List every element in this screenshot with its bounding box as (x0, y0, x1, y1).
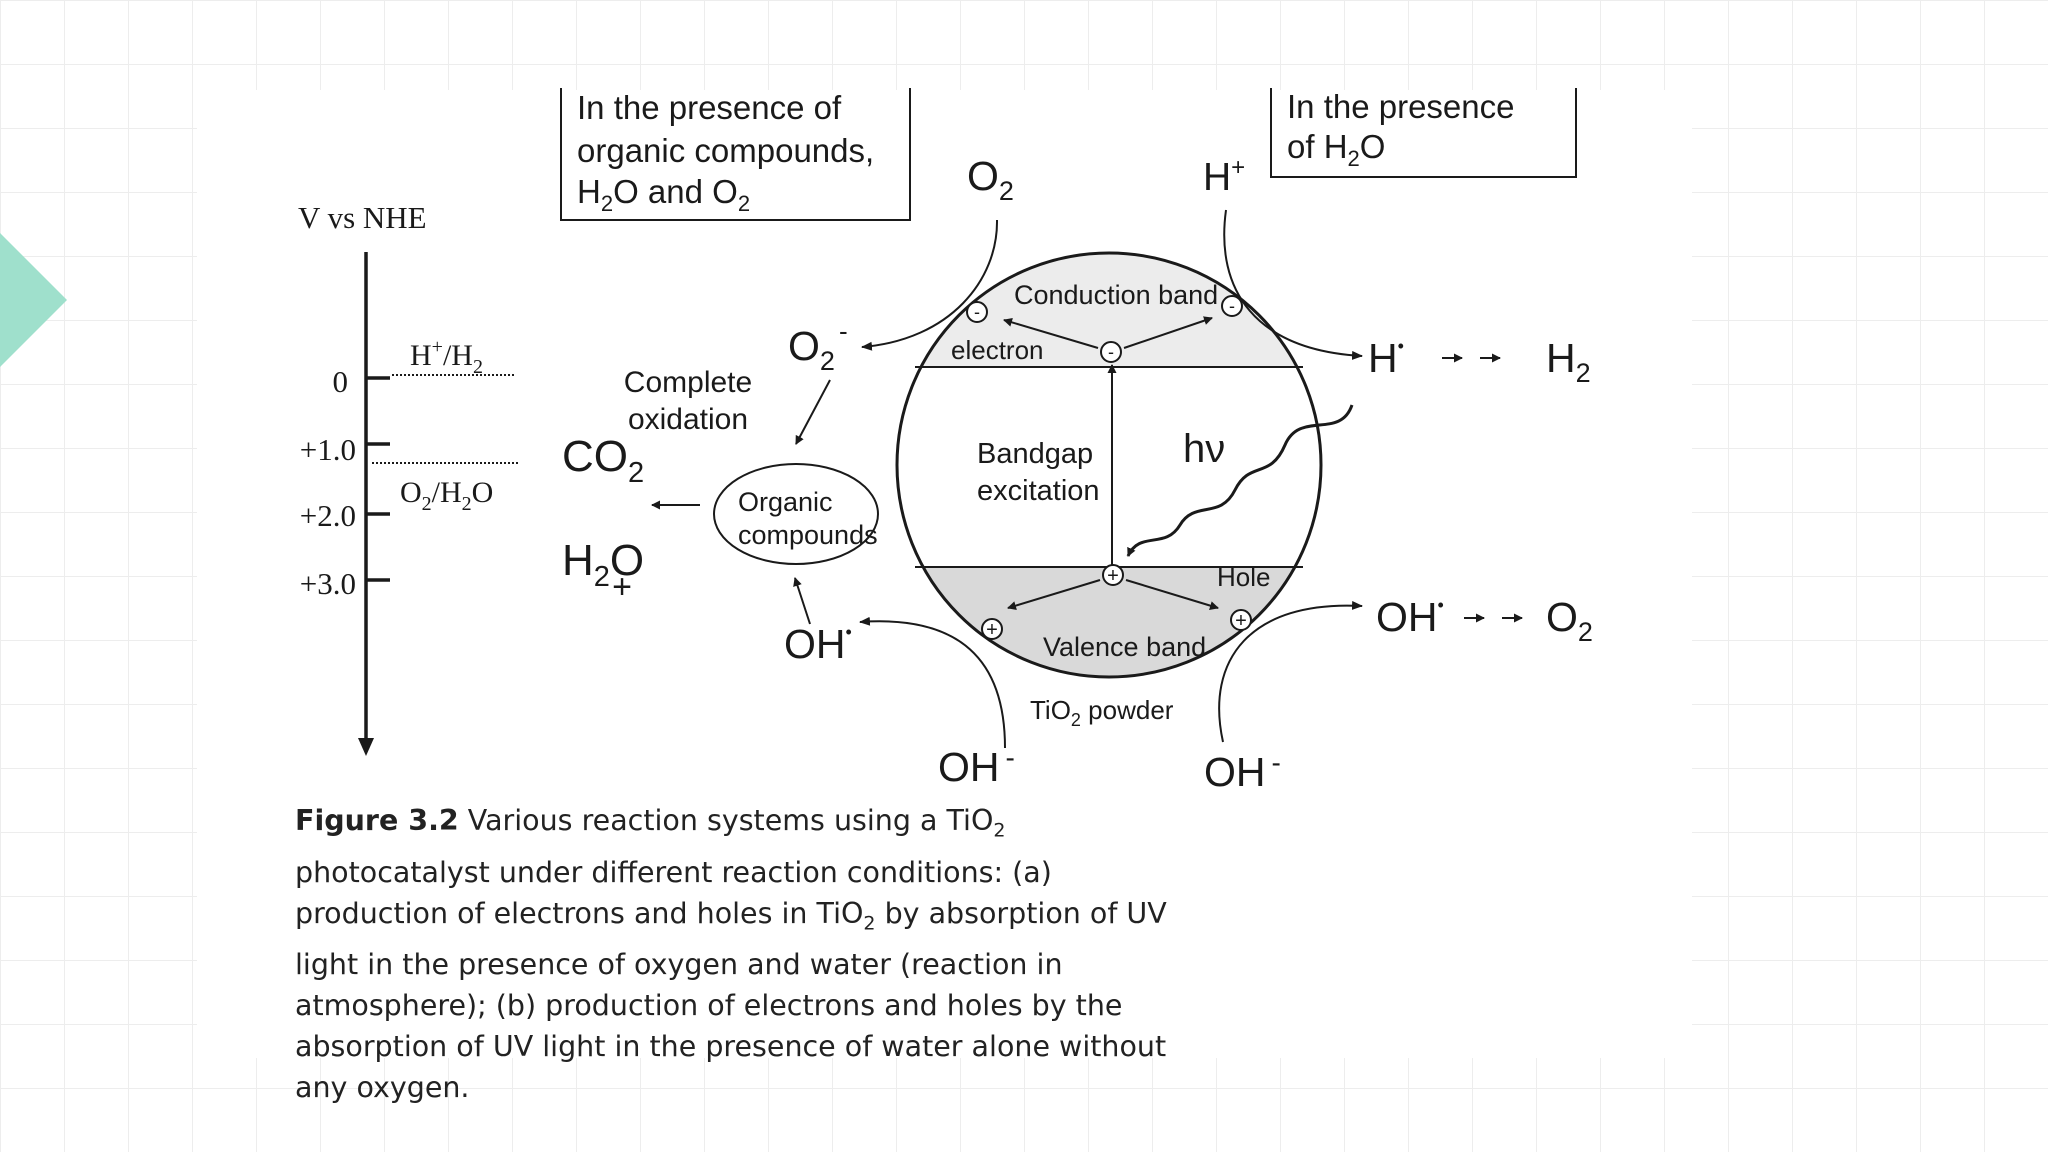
complete-oxidation-label-1: Complete (624, 366, 752, 399)
hydroxide-left-label: OH- (938, 742, 1015, 790)
conduction-band-label: Conduction band (1014, 280, 1218, 310)
svg-text:organic compounds,: organic compounds, (577, 132, 874, 169)
h2o-label: H2O (562, 536, 644, 593)
svg-text:+: + (1235, 610, 1247, 632)
tick-label-0: 0 (333, 364, 349, 399)
o2-product-label: O2 (1546, 594, 1593, 647)
oh-radical-right-label: OH• (1376, 594, 1444, 640)
svg-text:-: - (974, 302, 980, 322)
tio2-powder-label: TiO2 powder (1030, 695, 1174, 730)
potential-axis: V vs NHE 0 +1.0 +2.0 +3.0 H+/H2 O2/H2O (298, 200, 518, 756)
h-radical-label: H• (1368, 335, 1404, 381)
tick-label-2: +2.0 (300, 498, 356, 533)
figure-caption: Figure 3.2 Various reaction systems usin… (295, 804, 1167, 1105)
svg-text:H2O and O2: H2O and O2 (577, 173, 750, 216)
reaction-arrows (651, 209, 1523, 749)
svg-text:-: - (1229, 296, 1235, 316)
organic-label-1: Organic (738, 487, 833, 517)
svg-text:In the presence of: In the presence of (577, 89, 842, 126)
box-water-conditions: In the presence of H2O (1270, 88, 1577, 178)
organic-compounds-ellipse (713, 463, 879, 565)
excitation-label: excitation (977, 475, 1100, 507)
co2-label: CO2 (562, 432, 644, 489)
tick-label-3: +3.0 (300, 566, 356, 601)
svg-text:-: - (1108, 342, 1114, 362)
h-plus-h2-level-label: H+/H2 (410, 336, 483, 378)
complete-oxidation-label-2: oxidation (628, 403, 748, 436)
tick-label-1: +1.0 (300, 432, 356, 467)
svg-text:of H2O: of H2O (1287, 128, 1385, 171)
o2-top-label: O2 (967, 153, 1014, 206)
h2-product-label: H2 (1546, 335, 1591, 388)
o2-h2o-level-label: O2/H2O (400, 476, 493, 515)
oh-radical-left-label: OH• (784, 621, 852, 667)
valence-band-label: Valence band (1043, 632, 1206, 662)
hydroxide-right-label: OH- (1204, 747, 1281, 795)
box-organic-conditions: In the presence of organic compounds, H2… (560, 88, 911, 221)
slide-accent-arrow (0, 233, 67, 367)
svg-text:+: + (986, 619, 998, 641)
organic-label-2: compounds (738, 520, 878, 550)
photon-wave-icon (1126, 404, 1354, 557)
superoxide-label: O2- (788, 316, 848, 376)
photon-hv-label: hν (1183, 427, 1225, 471)
svg-text:+: + (1107, 565, 1119, 587)
hole-markers: + + + (981, 564, 1252, 641)
bandgap-label: Bandgap (977, 438, 1093, 470)
plus-sign: + (612, 568, 632, 606)
h-plus-label: H+ (1203, 154, 1245, 199)
hole-label: Hole (1217, 562, 1270, 592)
electron-markers: - - - (966, 295, 1243, 363)
electron-label: electron (951, 335, 1044, 365)
axis-title: V vs NHE (298, 200, 427, 235)
svg-text:In the presence: In the presence (1287, 88, 1515, 125)
